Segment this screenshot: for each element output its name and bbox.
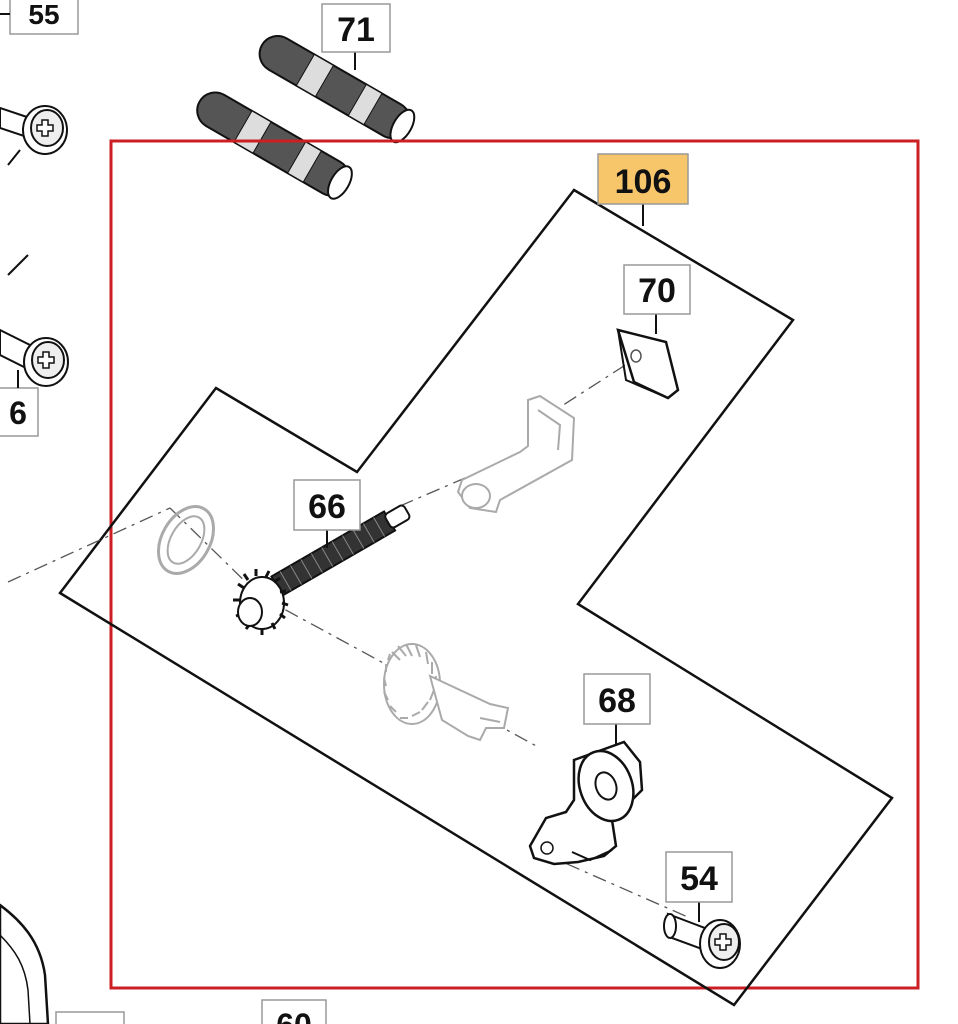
faded-helical-gear [383, 643, 510, 742]
label-70-text: 70 [638, 272, 676, 310]
label-106-text: 106 [615, 163, 672, 201]
label-6-text: 6 [9, 395, 27, 431]
label-55[interactable]: 55 [0, 0, 79, 35]
pinion-gear [233, 569, 289, 635]
stud-upper [258, 35, 416, 144]
label-68[interactable]: 68 [583, 673, 651, 744]
label-6[interactable]: 6 [0, 370, 39, 437]
left-edge-parts [0, 105, 69, 1024]
part-54-screw [663, 912, 741, 969]
highlight-frame [109, 139, 920, 990]
housing-fragment [0, 903, 50, 1024]
label-66[interactable]: 66 [293, 479, 361, 548]
label-71[interactable]: 71 [321, 3, 391, 70]
label-66-text: 66 [308, 488, 346, 526]
screw-mid-left [0, 328, 69, 387]
assembly-106-outline [58, 188, 894, 1007]
label-60[interactable]: 60 [261, 999, 327, 1024]
faded-lever-part [456, 394, 576, 514]
label-106[interactable]: 106 [597, 153, 689, 226]
label-54-text: 54 [680, 860, 718, 898]
part-70-plate [616, 328, 680, 400]
label-55-text: 55 [28, 0, 59, 30]
label-54[interactable]: 54 [665, 851, 733, 922]
label-70[interactable]: 70 [623, 264, 691, 334]
stud-lower [196, 91, 353, 200]
part-68-bracket [528, 740, 644, 866]
faded-o-ring [157, 505, 215, 575]
label-71-text: 71 [337, 11, 375, 49]
bottom-left-box [55, 1011, 125, 1024]
screw-top-left [0, 105, 68, 155]
label-68-text: 68 [598, 682, 636, 720]
label-60-text: 60 [276, 1007, 312, 1024]
part-71-studs [196, 35, 416, 200]
part-66-worm-shaft [233, 504, 411, 635]
